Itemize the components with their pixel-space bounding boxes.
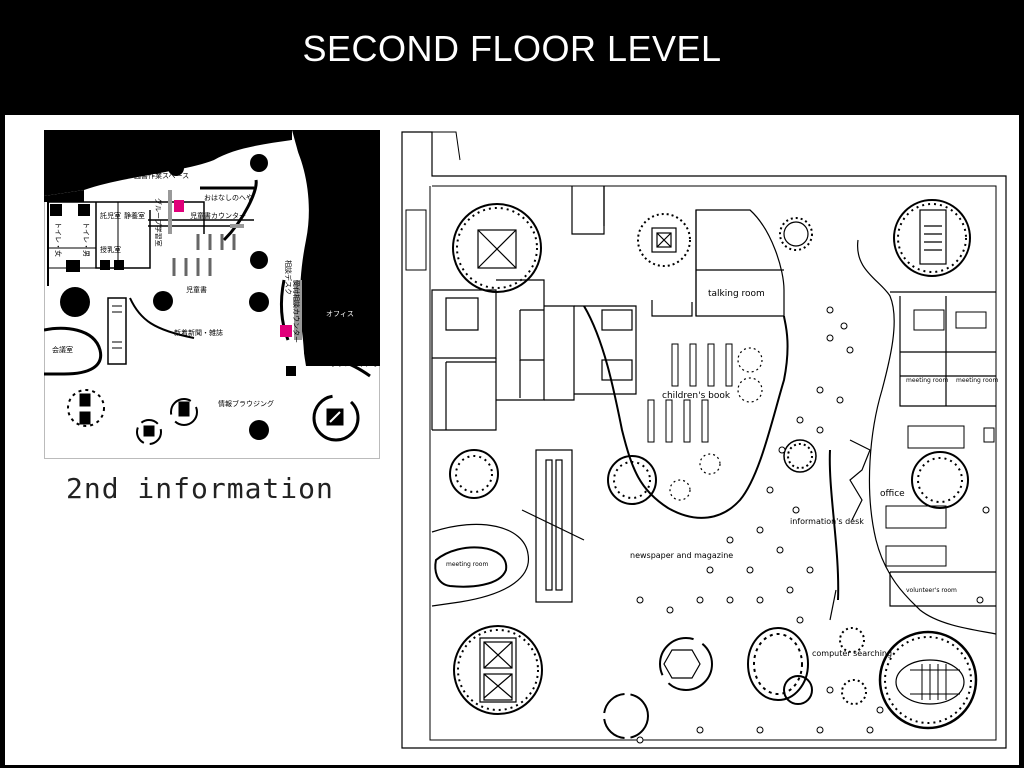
- conference-room-wall: [44, 326, 103, 376]
- stair-icon: [170, 398, 198, 426]
- black-area-top: [44, 130, 292, 196]
- label-computer-searching: computer searching: [812, 649, 892, 658]
- info-icon: [286, 366, 296, 376]
- label-meeting-room-3: meeting room: [956, 377, 998, 384]
- label-nursing-room: 託児室: [100, 211, 121, 220]
- stair-icon: [67, 389, 105, 427]
- stair-icon: [136, 419, 162, 445]
- baby-icon: [100, 260, 110, 270]
- column-dot: [250, 154, 268, 172]
- childrens-counter-icon: [174, 200, 184, 212]
- outer-wall: [401, 131, 1007, 749]
- label-childrens-counter: 児童書カウンター: [190, 211, 246, 220]
- label-childrens-books: 児童書: [186, 285, 207, 294]
- toilet-male-icon: [78, 204, 90, 216]
- label-information-desk: information's desk: [790, 517, 864, 526]
- floor-plan: talking room children's book office info…: [401, 131, 1007, 749]
- label-new-arrivals: 新着新聞・雑誌: [174, 328, 223, 337]
- phone-icon: [114, 260, 124, 270]
- column-dot: [249, 292, 269, 312]
- reception-icon: [280, 325, 292, 337]
- column-dot: [153, 291, 173, 311]
- label-info-browsing: 情報ブラウジング: [218, 399, 274, 408]
- escalator-icon: [107, 297, 127, 365]
- slide-title: SECOND FLOOR LEVEL: [302, 28, 722, 69]
- column-dot: [60, 287, 90, 317]
- label-storytelling-room: おはなしのへや: [204, 194, 253, 202]
- label-meeting-room-2: meeting room: [906, 377, 948, 384]
- stair-icon: [312, 394, 360, 442]
- info-map-caption: 2nd information: [66, 472, 334, 505]
- label-consultation-desk: 相談デスク: [284, 260, 293, 295]
- label-reception-counter: 受付相談カウンター: [292, 280, 301, 343]
- label-toilet-female: トイレ・女: [54, 222, 63, 257]
- label-newspaper-magazine: newspaper and magazine: [630, 551, 733, 560]
- label-quiet-room: 静養室: [124, 211, 145, 220]
- info-map: 図書作業スペース おはなしのへや 託児室 静養室 授乳室 児童書カウンター 児童…: [44, 130, 380, 460]
- label-volunteers-room: volunteer's room: [906, 587, 957, 594]
- label-childrens-book: children's book: [662, 391, 731, 401]
- toilet-female-icon: [50, 204, 62, 216]
- label-conference-room: 会議室: [52, 345, 73, 354]
- label-office: オフィス: [326, 310, 354, 318]
- label-toilet-male: トイレ・男: [82, 222, 90, 257]
- column-dot: [250, 251, 268, 269]
- label-diaper-room: 授乳室: [100, 245, 121, 254]
- label-library-work-space: 図書作業スペース: [134, 171, 189, 180]
- label-talking-room: talking room: [708, 289, 765, 299]
- label-office: office: [880, 489, 905, 499]
- title-bar: SECOND FLOOR LEVEL: [0, 0, 1024, 115]
- label-group-study-room: グループ学習室: [154, 198, 163, 247]
- elevator-icon: [66, 260, 80, 272]
- column-dot: [249, 420, 269, 440]
- label-meeting-room: meeting room: [446, 561, 488, 568]
- label-volunteer-office: ボランティアオフィス: [330, 360, 380, 368]
